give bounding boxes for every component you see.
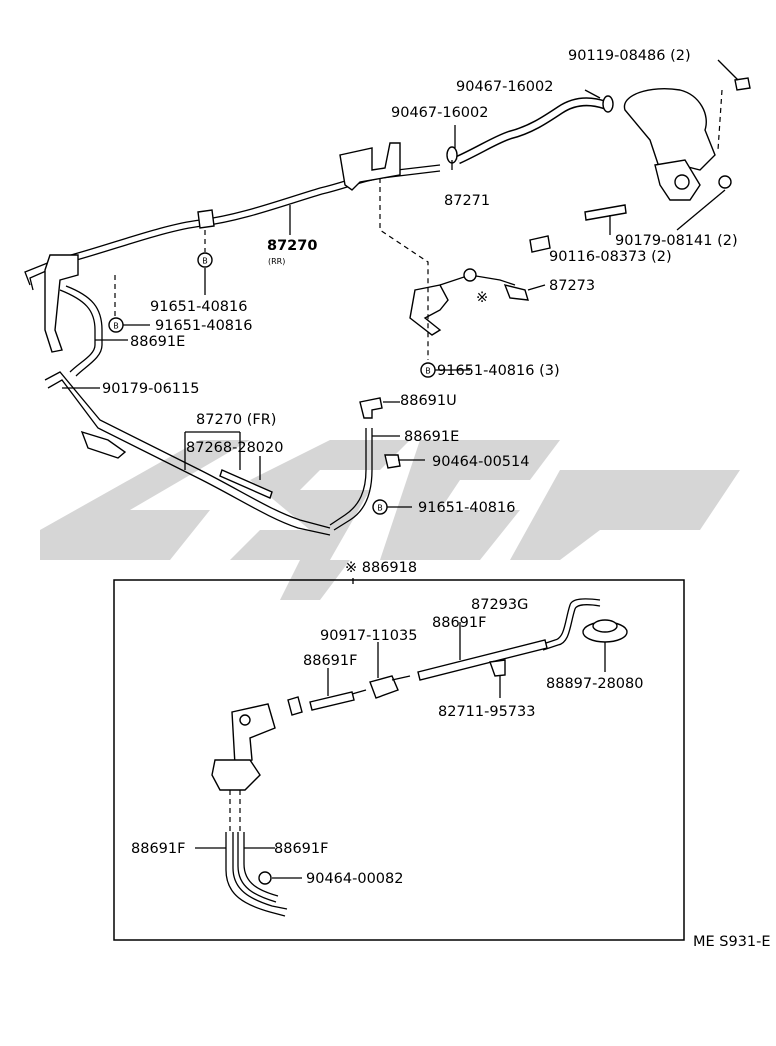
label-88691f-a: 88691F: [432, 615, 486, 631]
center-bracket: [339, 142, 401, 191]
svg-text:B: B: [425, 367, 431, 376]
hose-88691f-bottom-a: [225, 832, 286, 917]
vsv-valve-inset: [211, 703, 276, 791]
label-87268: 87268-28020: [186, 440, 284, 456]
assembly-box: [113, 579, 685, 941]
vsv-valve-assembly: [409, 235, 551, 336]
label-90116: 90116-08373 (2): [549, 249, 672, 265]
front-tube-87270: [44, 371, 331, 536]
clamp-small: [287, 696, 303, 716]
label-91651-a: 91651-40816: [150, 299, 248, 315]
hose-88691e-right-b: [333, 428, 373, 531]
watermark-logo: [40, 440, 740, 600]
label-87273: 87273: [549, 278, 595, 294]
label-91651-c: 91651-40816 (3): [437, 363, 560, 379]
marker-b-1: B: [197, 252, 213, 268]
hose-clamp-b: [602, 95, 614, 113]
reference-code: ME S931-E: [693, 934, 771, 950]
label-87293g: 87293G: [471, 597, 528, 613]
label-91651-b: 91651-40816: [155, 318, 253, 334]
label-82711: 82711-95733: [438, 704, 536, 720]
label-88691e-b: 88691E: [404, 429, 459, 445]
label-88691f-c: 88691F: [131, 841, 185, 857]
left-hose: [59, 289, 96, 373]
star-marker: ※: [476, 290, 488, 306]
bolt-90119: [734, 77, 751, 91]
label-88897: 88897-28080: [546, 676, 644, 692]
vacuum-actuator: [623, 88, 716, 201]
label-87270-fr: 87270 (FR): [196, 412, 276, 428]
clip-82711: [489, 659, 506, 677]
label-90917: 90917-11035: [320, 628, 418, 644]
marker-b-4: B: [372, 499, 388, 515]
connector-88691u: [359, 397, 383, 419]
label-88691e-a: 88691E: [130, 334, 185, 350]
label-90179-08141: 90179-08141 (2): [615, 233, 738, 249]
rear-tube-87270: [24, 164, 441, 291]
hose-88691f-short: [309, 691, 355, 711]
label-87270-rr: 87270: [267, 238, 317, 254]
assembly-label: ※ 886918: [345, 560, 417, 576]
label-88691f-d: 88691F: [274, 841, 328, 857]
hose-87293g: [539, 598, 601, 646]
label-90467-a: 90467-16002: [456, 79, 554, 95]
front-bracket: [80, 430, 127, 459]
label-87270-rr-sub: (RR): [268, 257, 285, 266]
svg-text:B: B: [202, 257, 208, 266]
svg-text:B: B: [113, 322, 119, 331]
protector-87268: [219, 469, 273, 499]
stud-90116: [584, 204, 627, 221]
label-88691u: 88691U: [400, 393, 457, 409]
label-90119: 90119-08486 (2): [568, 48, 691, 64]
hose-88691e-right: [329, 428, 367, 526]
marker-b-3: B: [420, 362, 436, 378]
label-90467-b: 90467-16002: [391, 105, 489, 121]
label-88691f-b: 88691F: [303, 653, 357, 669]
hose-88691f-bottom-b: [237, 832, 277, 903]
cap-88897-28080: [582, 619, 628, 643]
left-hose-outer: [65, 285, 103, 377]
svg-text:B: B: [377, 504, 383, 513]
clip-90464-00514: [384, 454, 401, 469]
clip-90464-00082: [258, 871, 272, 885]
label-90464-00082: 90464-00082: [306, 871, 404, 887]
hose-88691f-long: [417, 639, 548, 681]
filter-90917-11035: [351, 675, 411, 699]
label-91651-d: 91651-40816: [418, 500, 516, 516]
tube-clip-rr: [197, 209, 215, 229]
left-bracket: [44, 254, 79, 353]
label-90179-06115: 90179-06115: [102, 381, 200, 397]
marker-b-2: B: [108, 317, 124, 333]
nut-90179-08141: [718, 175, 732, 189]
label-87271: 87271: [444, 193, 490, 209]
label-90464-00514: 90464-00514: [432, 454, 530, 470]
